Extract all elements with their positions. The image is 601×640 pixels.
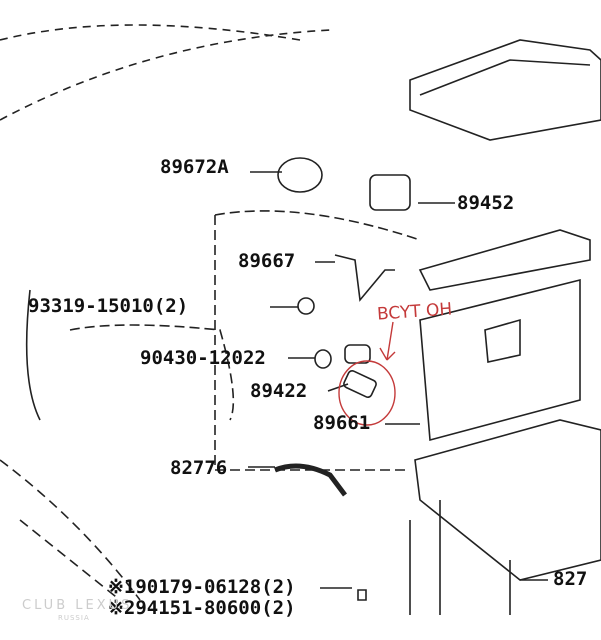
clip-93319-icon <box>297 297 315 315</box>
label-827: 827 <box>553 568 588 590</box>
part-89452-icon <box>369 174 411 211</box>
label-94151: ※294151-80600(2) <box>108 597 296 619</box>
label-90179: ※190179-06128(2) <box>108 576 296 598</box>
air-cleaner-cover <box>409 39 601 141</box>
sensor-89422-icon <box>343 370 377 398</box>
watermark: CLUB LEXUS <box>22 598 133 613</box>
label-89667: 89667 <box>238 250 296 272</box>
label-90430: 90430-12022 <box>140 347 266 369</box>
washer-90430-icon <box>314 349 332 369</box>
red-annotation-marks <box>338 321 396 426</box>
ecu-box <box>419 278 581 442</box>
hose-82776-icon <box>274 463 347 497</box>
label-82776: 82776 <box>170 457 228 479</box>
red-circle-icon <box>338 360 396 426</box>
part-89672A-icon <box>277 157 323 193</box>
label-89661: 89661 <box>313 412 371 434</box>
bracket-89667-icon <box>334 254 395 302</box>
bolt-icon <box>357 589 367 601</box>
watermark-sub: RUSSIA <box>58 614 90 622</box>
label-93319: 93319-15010(2) <box>28 295 189 317</box>
label-89672A: 89672A <box>160 156 229 178</box>
label-89422: 89422 <box>250 380 308 402</box>
label-89452: 89452 <box>457 192 515 214</box>
